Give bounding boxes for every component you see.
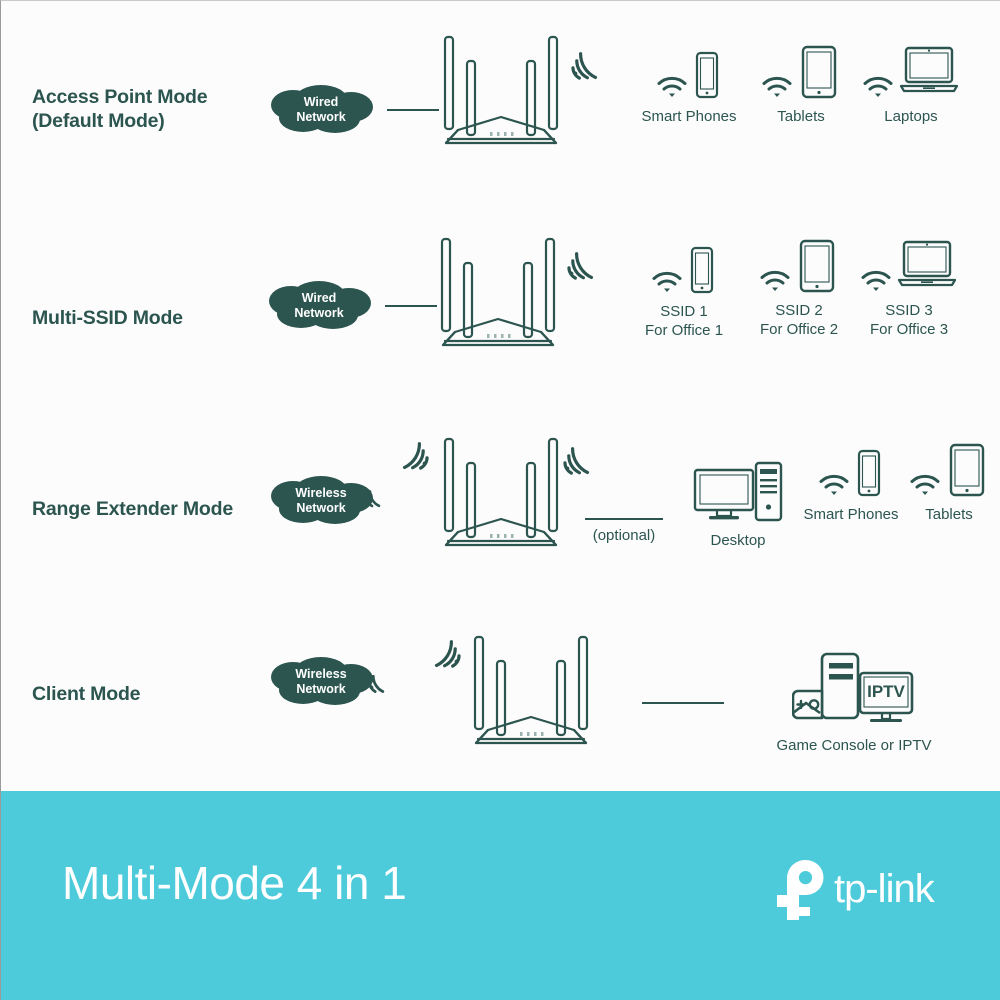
wifi-icon-device-1-1 bbox=[656, 75, 688, 99]
device-label-4-1: Game Console or IPTV bbox=[776, 737, 932, 754]
wifi-signal-icon-router-3-right bbox=[563, 446, 593, 480]
wifi-icon-device-1-3 bbox=[862, 75, 894, 99]
wired-link-2 bbox=[385, 305, 437, 307]
tp-link-wordmark: tp-link bbox=[834, 867, 935, 911]
device-label-3-2: Smart Phones bbox=[803, 506, 899, 523]
device-label-3-3: Tablets bbox=[925, 506, 973, 523]
device-game-console-iptv-4: IPTV Game Console or IPTV bbox=[771, 651, 937, 755]
router-icon-4 bbox=[466, 631, 596, 753]
desktop-icon-3 bbox=[692, 461, 784, 523]
wired-link-4 bbox=[642, 702, 724, 704]
mode-row-multi-ssid: Multi-SSID Mode Wired Network bbox=[1, 191, 1000, 391]
mode-label-multi-ssid: Multi-SSID Mode bbox=[32, 307, 183, 329]
cloud-wired-network-1: Wired Network bbox=[263, 85, 383, 135]
device-tablets-1: Tablets bbox=[751, 45, 851, 126]
wifi-signal-icon-router-4-left bbox=[431, 639, 461, 673]
wifi-icon-device-3-2 bbox=[818, 473, 850, 497]
laptop-icon-1 bbox=[898, 45, 960, 99]
device-label-1-2: Tablets bbox=[777, 108, 825, 125]
tablet-icon-2 bbox=[795, 239, 839, 293]
router-icon-2 bbox=[433, 233, 563, 355]
footer-title: Multi-Mode 4 in 1 bbox=[62, 857, 407, 909]
wifi-icon-device-1-2 bbox=[761, 75, 793, 99]
wifi-icon-device-3-3 bbox=[909, 473, 941, 497]
device-tablets-3: Tablets bbox=[899, 443, 999, 524]
device-label-3-1: Desktop bbox=[710, 532, 766, 549]
mode-row-client: Client Mode Wireless Network bbox=[1, 591, 1000, 791]
device-ssid-3: SSID 3 For Office 3 bbox=[859, 239, 959, 339]
mode-row-access-point: Access Point Mode (Default Mode) Wired N… bbox=[1, 1, 1000, 191]
optional-wired-link-3 bbox=[585, 518, 663, 520]
device-desktop-3: Desktop bbox=[684, 461, 792, 550]
wifi-signal-icon-router-3-left bbox=[399, 441, 429, 475]
modes-diagram: Access Point Mode (Default Mode) Wired N… bbox=[1, 1, 1000, 791]
mode-label-client: Client Mode bbox=[32, 683, 141, 705]
wired-link-1 bbox=[387, 109, 439, 111]
device-laptops-1: Laptops bbox=[861, 45, 961, 126]
mode-label-access-point: Access Point Mode (Default Mode) bbox=[32, 86, 208, 132]
device-ssid-2: SSID 2 For Office 2 bbox=[749, 239, 849, 339]
wifi-signal-icon-router-1 bbox=[571, 51, 601, 85]
cloud-wired-network-2: Wired Network bbox=[261, 281, 381, 331]
tablet-icon-3 bbox=[945, 443, 989, 497]
iptv-screen-text: IPTV bbox=[867, 682, 905, 701]
wifi-signal-icon-cloud-3 bbox=[364, 483, 390, 511]
wifi-signal-icon-cloud-4 bbox=[367, 667, 395, 697]
mode-label-range-extender: Range Extender Mode bbox=[32, 498, 233, 520]
smartphone-icon-1 bbox=[692, 51, 722, 99]
smartphone-icon-2 bbox=[687, 246, 717, 294]
game-console-iptv-icon-4: IPTV bbox=[792, 651, 916, 727]
optional-label-3: (optional) bbox=[592, 527, 656, 544]
tp-link-logo: tp-link bbox=[776, 859, 946, 925]
device-label-2-2: SSID 2 For Office 2 bbox=[759, 302, 839, 338]
device-smart-phones-1: Smart Phones bbox=[639, 51, 739, 126]
mode-row-range-extender: Range Extender Mode Wireless Network bbox=[1, 391, 1000, 591]
device-smart-phones-3: Smart Phones bbox=[801, 449, 901, 524]
cloud-wireless-network-4: Wireless Network bbox=[263, 657, 383, 707]
wifi-icon-device-2-2 bbox=[759, 269, 791, 293]
wifi-icon-device-2-3 bbox=[860, 269, 892, 293]
laptop-icon-2 bbox=[896, 239, 958, 293]
device-ssid-1: SSID 1 For Office 1 bbox=[634, 246, 734, 340]
wifi-icon-device-2-1 bbox=[651, 270, 683, 294]
device-label-1-1: Smart Phones bbox=[641, 108, 737, 125]
device-label-2-1: SSID 1 For Office 1 bbox=[644, 303, 724, 339]
router-icon-1 bbox=[436, 31, 566, 153]
device-label-2-3: SSID 3 For Office 3 bbox=[869, 302, 949, 338]
wifi-signal-icon-router-2 bbox=[567, 251, 597, 285]
router-icon-3 bbox=[436, 433, 566, 555]
tablet-icon-1 bbox=[797, 45, 841, 99]
device-label-1-3: Laptops bbox=[884, 108, 938, 125]
smartphone-icon-3 bbox=[854, 449, 884, 497]
footer-banner: Multi-Mode 4 in 1 tp-link bbox=[1, 791, 1000, 1000]
